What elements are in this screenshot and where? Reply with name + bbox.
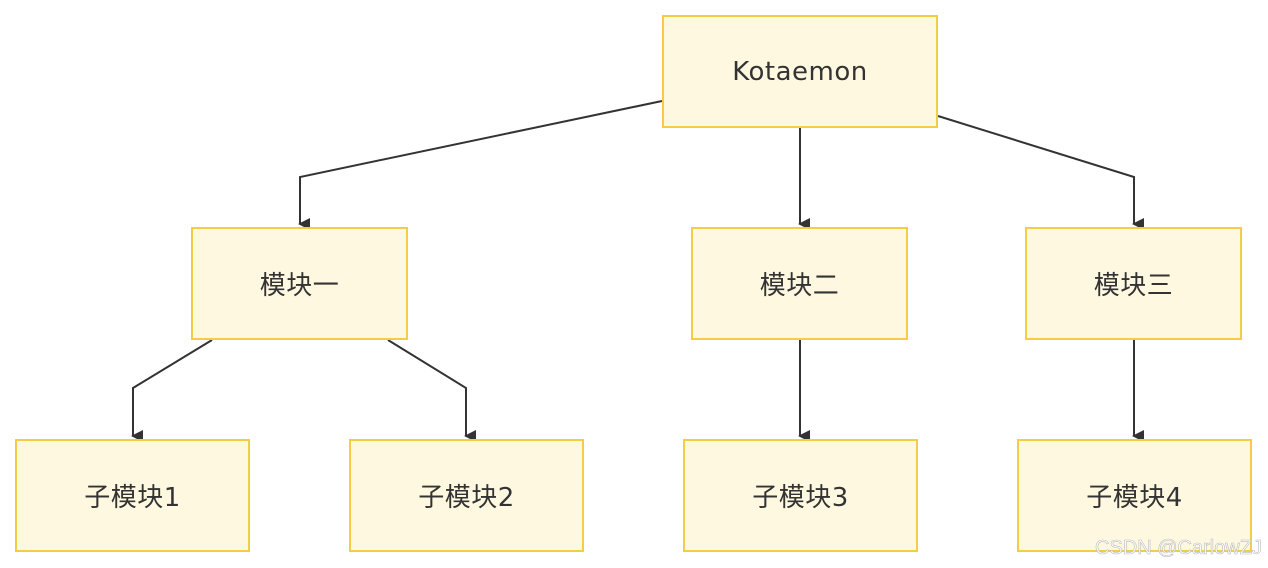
node-submodule-2: 子模块2 — [349, 439, 584, 552]
node-label: 子模块1 — [84, 483, 181, 513]
node-label: 模块二 — [759, 271, 840, 301]
node-module-3: 模块三 — [1025, 227, 1242, 340]
node-kotaemon: Kotaemon — [662, 15, 938, 128]
node-label: Kotaemon — [732, 56, 868, 87]
edge-module1-sub2 — [387, 339, 476, 442]
node-label: 模块三 — [1093, 271, 1174, 301]
node-submodule-1: 子模块1 — [15, 439, 250, 552]
watermark: CSDN @CarlowZJ — [1095, 537, 1263, 560]
node-label: 子模块3 — [752, 483, 849, 513]
node-module-2: 模块二 — [691, 227, 908, 340]
node-label: 子模块2 — [418, 483, 515, 513]
node-module-1: 模块一 — [191, 227, 408, 340]
edge-module1-sub1 — [131, 339, 213, 442]
node-submodule-3: 子模块3 — [683, 439, 918, 552]
node-submodule-4: 子模块4 — [1017, 439, 1252, 552]
edge-root-module1 — [298, 100, 663, 230]
node-label: 子模块4 — [1086, 483, 1183, 513]
edge-root-module3 — [937, 115, 1144, 230]
node-label: 模块一 — [259, 271, 340, 301]
